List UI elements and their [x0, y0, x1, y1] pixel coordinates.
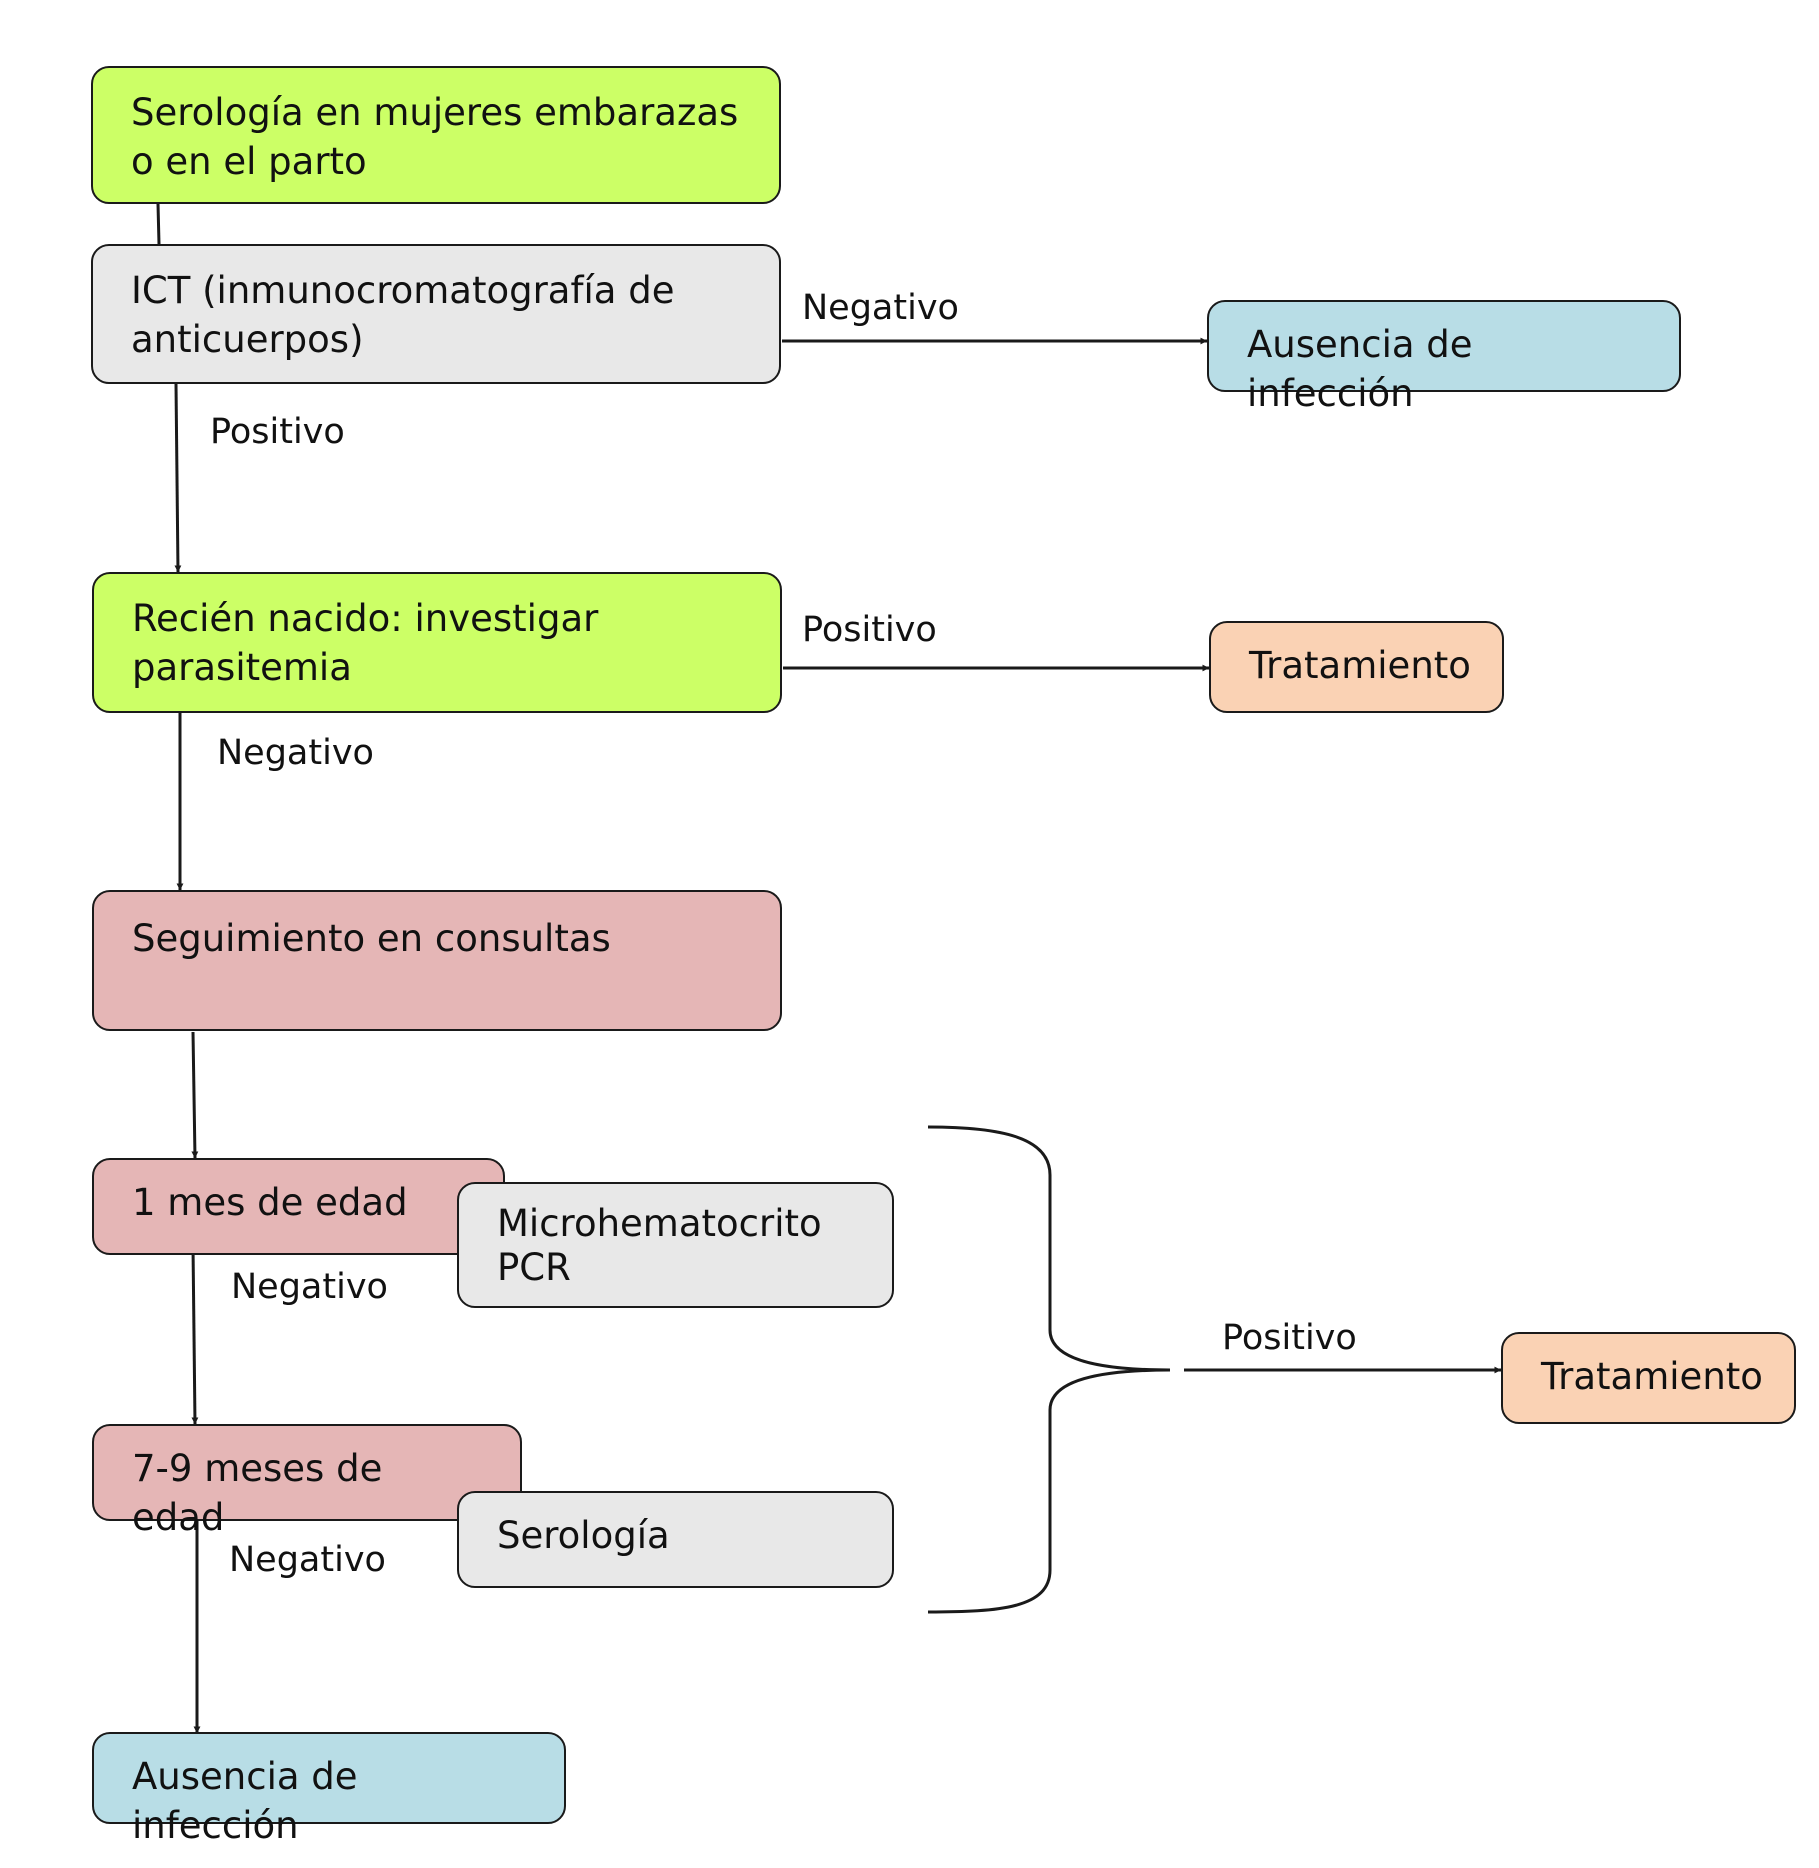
node-seven-nine: 7-9 meses de edad: [92, 1424, 522, 1539]
node-treatment-top: Tratamiento: [1209, 621, 1504, 713]
node-micro-pcr: Microhematocrito PCR: [457, 1182, 894, 1308]
node-serology-pregnant: Serología en mujeres embarazas o en el p…: [91, 66, 781, 204]
arrow-ict-to-newborn: [174, 383, 182, 573]
arrow-followup-to-one-month: [191, 1031, 199, 1159]
arrow-one-month-to-seven-nine: [191, 1245, 199, 1425]
label-seven-nine-negative: Negativo: [229, 1540, 386, 1580]
label-ict-positive: Positivo: [210, 412, 345, 452]
node-ict: ICT (inmunocromatografía de anticuerpos): [91, 244, 781, 384]
label-one-month-negative: Negativo: [231, 1267, 388, 1307]
node-followup: Seguimiento en consultas: [92, 890, 782, 1031]
label-bracket-positive: Positivo: [1222, 1318, 1357, 1358]
connector-serology-to-ict: [156, 203, 161, 245]
node-absence-top: Ausencia de infección: [1207, 300, 1681, 415]
node-treatment-bottom: Tratamiento: [1501, 1332, 1796, 1424]
node-newborn: Recién nacido: investigar parasitemia: [92, 572, 782, 713]
label-newborn-negative: Negativo: [217, 733, 374, 773]
node-serology: Serología: [457, 1491, 894, 1588]
node-one-month: 1 mes de edad: [92, 1158, 505, 1255]
node-absence-bottom: Ausencia de infección: [92, 1732, 566, 1847]
curly-bracket: [927, 1125, 1171, 1614]
label-newborn-positive: Positivo: [802, 610, 937, 650]
label-ict-negative: Negativo: [802, 288, 959, 328]
